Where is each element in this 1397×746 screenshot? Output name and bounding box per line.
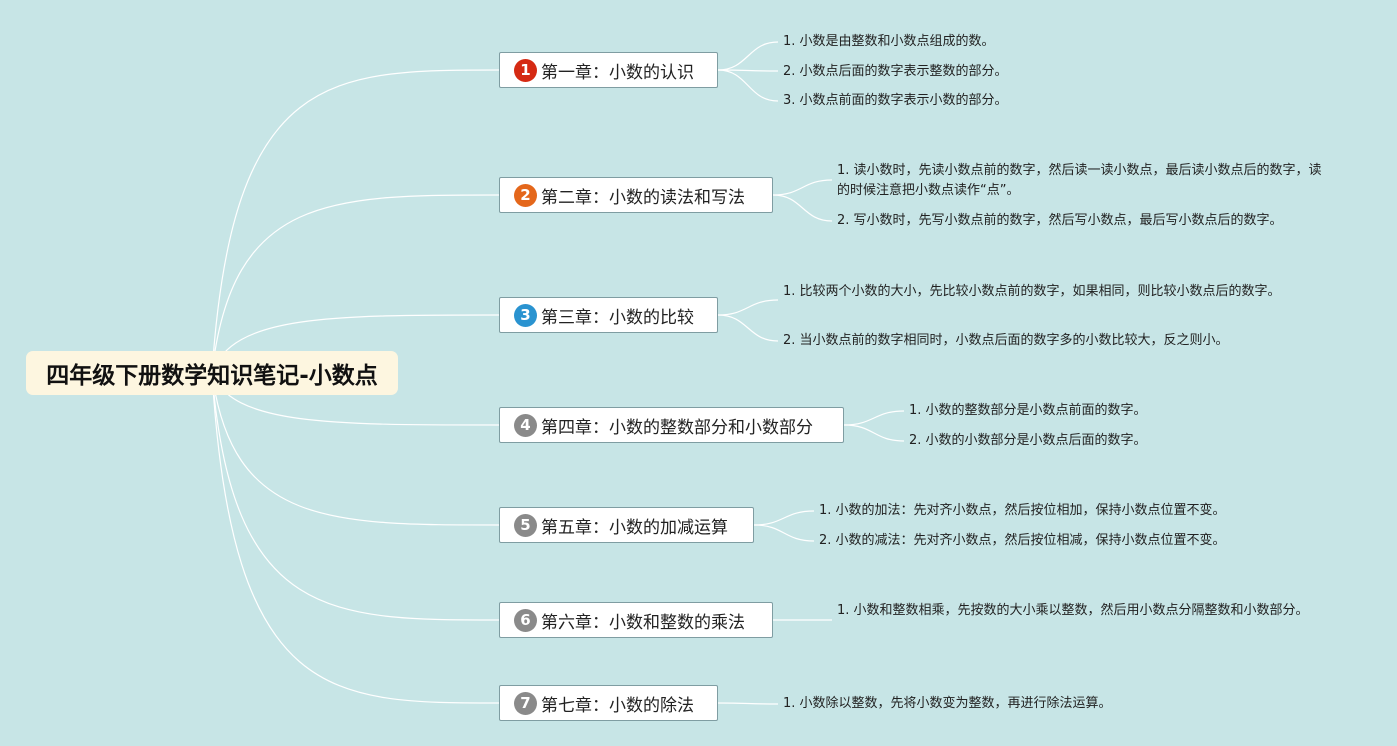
chapter-label: 第四章：小数的整数部分和小数部分 (541, 417, 813, 438)
chapter-to-note-line (772, 194, 833, 222)
note-item[interactable]: 1. 小数的加法：先对齐小数点，然后按位相加，保持小数点位置不变。 (819, 503, 1226, 518)
note-item[interactable]: 2. 写小数时，先写小数点前的数字，然后写小数点，最后写小数点后的数字。 (837, 213, 1283, 228)
root-topic[interactable]: 四年级下册数学知识笔记-小数点 (26, 351, 398, 395)
number-5-badge: 5 (514, 513, 537, 537)
note-item[interactable]: 1. 比较两个小数的大小，先比较小数点前的数字，如果相同，则比较小数点后的数字。 (783, 284, 1281, 299)
note-item[interactable]: 1. 小数除以整数，先将小数变为整数，再进行除法运算。 (783, 696, 1112, 711)
chapter-1-topic[interactable]: 1 第一章：小数的认识 (499, 52, 718, 88)
chapter-4-topic[interactable]: 4 第四章：小数的整数部分和小数部分 (499, 407, 844, 443)
chapter-to-note-line (717, 69, 779, 102)
note-item[interactable]: 1. 读小数时，先读小数点前的数字，然后读一读小数点，最后读小数点后的数字，读的… (837, 163, 1322, 198)
chapter-to-note-line (753, 510, 815, 526)
chapter-label: 第三章：小数的比较 (541, 307, 694, 328)
chapter-2-topic[interactable]: 2 第二章：小数的读法和写法 (499, 177, 773, 213)
note-item[interactable]: 1. 小数的整数部分是小数点前面的数字。 (909, 403, 1147, 418)
chapter-label: 第六章：小数和整数的乘法 (541, 612, 745, 633)
chapter-to-note-line (717, 702, 779, 705)
note-item[interactable]: 1. 小数是由整数和小数点组成的数。 (783, 34, 995, 49)
note-item[interactable]: 3. 小数点前面的数字表示小数的部分。 (783, 93, 1008, 108)
chapter-6-topic[interactable]: 6 第六章：小数和整数的乘法 (499, 602, 773, 638)
chapter-label: 第二章：小数的读法和写法 (541, 187, 745, 208)
note-item[interactable]: 1. 小数和整数相乘，先按数的大小乘以整数，然后用小数点分隔整数和小数部分。 (837, 603, 1309, 618)
root-to-chapter-line (211, 372, 500, 526)
chapter-3-topic[interactable]: 3 第三章：小数的比较 (499, 297, 718, 333)
chapter-7-topic[interactable]: 7 第七章：小数的除法 (499, 685, 718, 721)
chapter-5-topic[interactable]: 5 第五章：小数的加减运算 (499, 507, 754, 543)
chapter-to-note-line (717, 299, 779, 316)
root-to-chapter-line (211, 194, 500, 374)
note-item[interactable]: 2. 小数的减法：先对齐小数点，然后按位相减，保持小数点位置不变。 (819, 533, 1226, 548)
chapter-label: 第一章：小数的认识 (541, 62, 694, 83)
chapter-to-note-line (717, 314, 779, 342)
note-item[interactable]: 2. 小数的小数部分是小数点后面的数字。 (909, 433, 1147, 448)
number-2-badge: 2 (514, 183, 537, 207)
note-item[interactable]: 2. 小数点后面的数字表示整数的部分。 (783, 64, 1008, 79)
chapter-to-note-line (717, 41, 779, 71)
number-3-badge: 3 (514, 303, 537, 327)
note-item[interactable]: 2. 当小数点前的数字相同时，小数点后面的数字多的小数比较大，反之则小。 (783, 333, 1229, 348)
number-6-badge: 6 (514, 608, 537, 632)
chapter-to-note-line (772, 179, 833, 196)
root-to-chapter-line (211, 372, 500, 704)
chapter-to-note-line (753, 524, 815, 542)
number-1-badge: 1 (514, 58, 537, 82)
chapter-to-note-line (843, 424, 905, 442)
chapter-to-note-line (843, 410, 905, 426)
chapter-label: 第七章：小数的除法 (541, 695, 694, 716)
number-7-badge: 7 (514, 691, 537, 715)
root-to-chapter-line (211, 69, 500, 374)
number-4-badge: 4 (514, 413, 537, 437)
root-to-chapter-line (211, 372, 500, 621)
chapter-label: 第五章：小数的加减运算 (541, 517, 728, 538)
